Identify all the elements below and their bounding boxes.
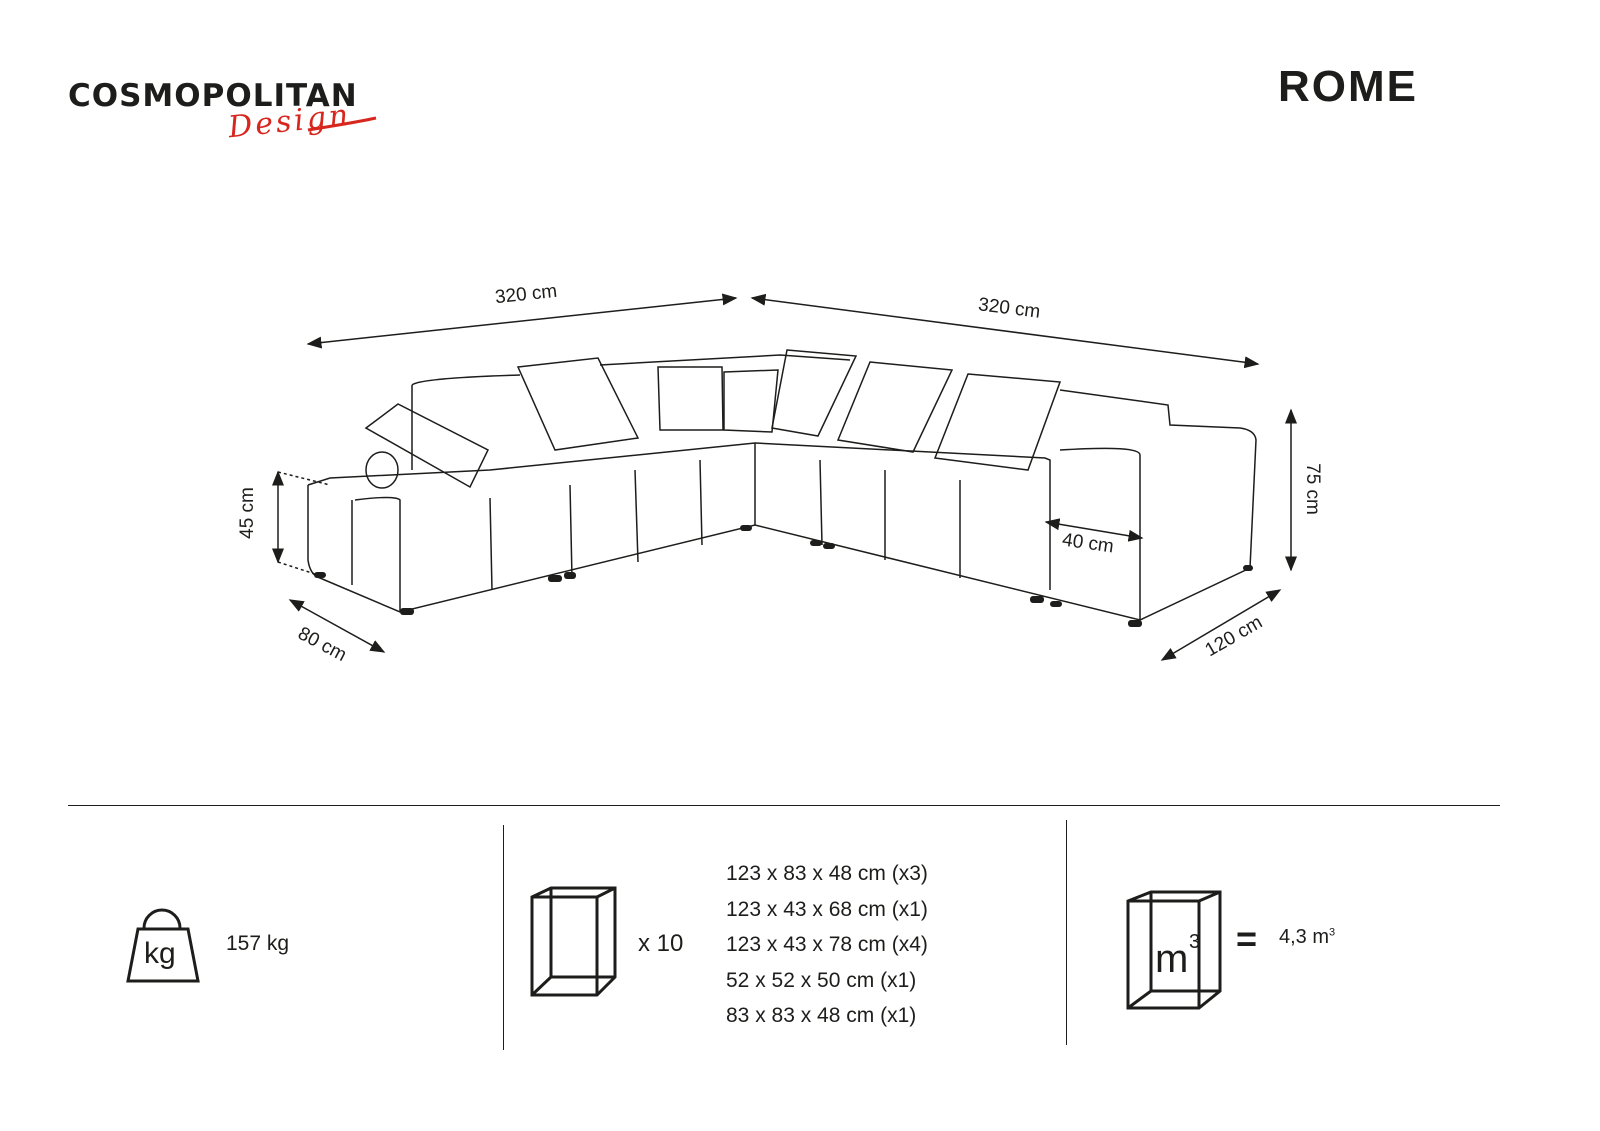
package-item: 123 x 43 x 68 cm (x1) (726, 897, 928, 921)
package-item: 83 x 83 x 48 cm (x1) (726, 1004, 917, 1027)
dim-line-right-width (750, 293, 1260, 369)
weight-kg-icon: kg (124, 903, 202, 985)
dim-line-right-depth (1160, 589, 1282, 661)
sofa-drawing (272, 293, 1297, 661)
brand-logo: COSMOPOLITAN Design (68, 78, 388, 148)
equals-sign: = (1236, 918, 1258, 959)
volume-value-text: 4,3 m (1279, 926, 1330, 948)
product-title: ROME (1278, 62, 1418, 111)
weight-icon-label: kg (144, 937, 176, 970)
package-item: 123 x 43 x 78 cm (x4) (726, 933, 928, 956)
dim-line-armrest (1044, 518, 1144, 542)
volume-value-sup: 3 (1329, 926, 1336, 939)
package-count: x 10 (638, 930, 684, 957)
dim-total-height: 75 cm (1301, 463, 1323, 515)
volume-value: 4,3 m3 (1279, 926, 1335, 949)
weight-value: 157 kg (226, 932, 290, 955)
package-list: 123 x 83 x 48 cm (x3) 123 x 43 x 68 cm (… (726, 856, 928, 1034)
volume-icon-label: m (1155, 937, 1189, 981)
divider (68, 805, 1500, 806)
brand-name: COSMOPOLITAN (68, 78, 358, 114)
dim-line-left-depth (288, 599, 386, 653)
package-item: 52 x 52 x 50 cm (x1) (726, 968, 917, 992)
dim-seat-height: 45 cm (236, 487, 258, 539)
volume-icon-sup: 3 (1189, 931, 1201, 953)
logo-script-swash (307, 116, 377, 132)
box-icon (529, 885, 621, 999)
package-item: 123 x 83 x 48 cm (x3) (726, 862, 928, 885)
volume-box-icon: m 3 (1125, 889, 1223, 1011)
divider (503, 825, 504, 1050)
dim-line-left-width (306, 293, 738, 349)
divider (1066, 820, 1067, 1045)
